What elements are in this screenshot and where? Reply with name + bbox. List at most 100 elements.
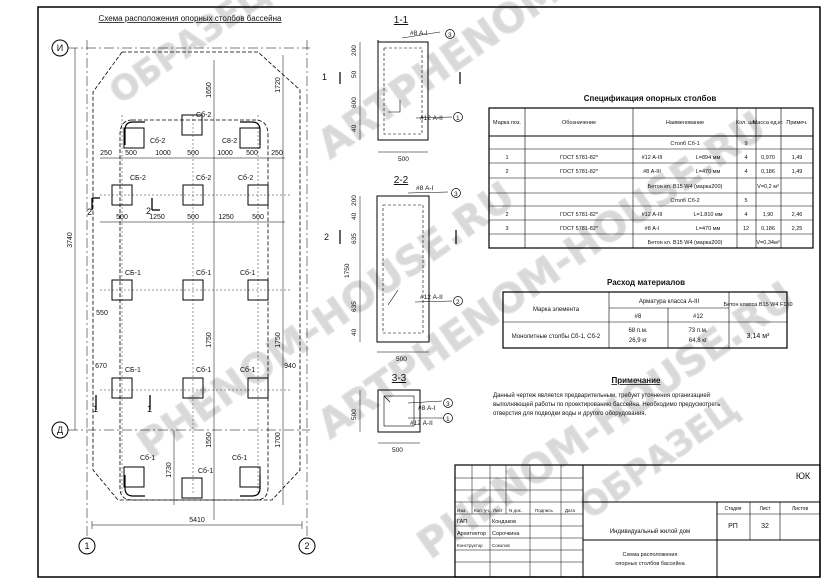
- dim-label: 1000: [217, 150, 233, 157]
- spec-cell: 2: [505, 212, 508, 218]
- axis-bubble-right: [298, 537, 316, 555]
- dim-label: 250: [271, 150, 283, 157]
- dim-label: 500: [252, 214, 264, 221]
- dim-label: 670: [95, 363, 107, 370]
- consumption-header: Бетон класса В15 W4 F150: [723, 302, 792, 308]
- spec-header: Обозначение: [562, 120, 596, 126]
- bar-number: 2: [456, 299, 460, 306]
- column-square: [181, 114, 203, 136]
- section-title: 1-1: [394, 15, 409, 26]
- dim-label: 3740: [67, 232, 74, 248]
- column-square: [247, 184, 269, 206]
- cut-mark-label: 1: [93, 404, 98, 414]
- notes-line: выполняющей работы по проектированию бас…: [493, 401, 720, 408]
- dim-label: 1730: [166, 462, 173, 478]
- consumption-cell: 3,14 м³: [747, 333, 770, 340]
- notes-block: Примечание Данный чертеж является предва…: [493, 376, 720, 417]
- column-mark: Сб-2: [150, 137, 165, 145]
- spec-cell: 0,186: [761, 169, 775, 175]
- dim-label: 1750: [206, 332, 213, 348]
- column-mark: Сб-1: [240, 366, 255, 374]
- consumption-title: Расход материалов: [607, 278, 685, 287]
- spec-cell: Столб Сб-2: [670, 198, 699, 204]
- staff-name: Соколов: [492, 543, 510, 548]
- section-title: 2-2: [394, 175, 409, 186]
- spec-cell: 2,46: [792, 212, 803, 218]
- stage-value: РП: [728, 523, 738, 530]
- stamp-code: ЮК: [796, 471, 811, 481]
- axis-label-left: 1: [84, 541, 89, 551]
- dim-label: 40: [351, 212, 358, 220]
- dim-label: 500: [396, 356, 407, 363]
- column-square: [182, 377, 204, 399]
- consumption-cell: 26,9 кг: [629, 338, 648, 344]
- spec-cell: 1,49: [792, 155, 803, 161]
- bar-number: 3: [448, 32, 452, 39]
- bar-callout: #12 А-II: [420, 115, 443, 122]
- bar-callout: #8 А-I: [410, 30, 428, 37]
- spec-cell: 4: [744, 212, 747, 218]
- spec-cell: 0,186: [761, 226, 775, 232]
- spec-cell: #12 А-III: [642, 212, 663, 218]
- stamp-col: Подпись: [535, 508, 553, 513]
- stamp-col: Дата: [565, 508, 575, 513]
- dim-label: 940: [284, 363, 296, 370]
- spec-header: Кол. шт.: [736, 120, 757, 126]
- consumption-header-text: Бетон класса В15 W4 F150: [723, 302, 792, 308]
- stamp-col: N док.: [509, 508, 522, 513]
- axis-label-top: И: [57, 43, 63, 53]
- column-square: [181, 477, 203, 499]
- spec-header: Наименование: [666, 120, 704, 126]
- column-square: [239, 466, 261, 488]
- spec-cell: L=470 мм: [696, 169, 721, 175]
- cut-mark-label: 1: [147, 404, 152, 414]
- notes-line: отверстия для подводки воды и другого об…: [493, 411, 647, 417]
- spec-cell: V=0,34м³: [756, 240, 779, 246]
- dim-label: 1250: [149, 214, 165, 221]
- cut-mark-label: 2: [146, 206, 151, 216]
- dim-label: 1720: [275, 77, 282, 93]
- staff-name: Сорочкина: [492, 531, 520, 537]
- section-2-2: 2-2 #8 А-I #12 А-II 3 2 2 200 40 635 175…: [324, 175, 463, 363]
- column-mark: Сб-1: [196, 366, 211, 374]
- spec-cell: 1,90: [763, 212, 774, 218]
- spec-cell: ГОСТ 5781-82*: [560, 169, 599, 175]
- spec-cell: Столб Сб-1: [670, 141, 699, 147]
- stamp-col: Изм.: [457, 508, 467, 513]
- consumption-header: #8: [635, 314, 642, 320]
- dim-label: 500: [187, 150, 199, 157]
- column-mark: Сб-2: [196, 174, 211, 182]
- column-mark: Сб-2: [196, 111, 211, 119]
- project-name: Индивидуальный жилой дом: [610, 528, 690, 535]
- pool-outline: [92, 51, 301, 501]
- consumption-cell: Монолитные столбы Сб-1, Сб-2: [512, 334, 601, 340]
- spec-cell: V=0,2 м³: [757, 184, 779, 190]
- consumption-cell: 73 п.м.: [688, 328, 707, 334]
- column-square: [111, 184, 133, 206]
- staff-role: Конструктор: [457, 543, 483, 548]
- bar-number: 1: [456, 115, 460, 122]
- sheet-header: Лист: [760, 506, 772, 512]
- dim-label: 40: [351, 328, 358, 336]
- column-mark: С8-2: [222, 138, 237, 145]
- corner-column: [124, 121, 261, 497]
- spec-cell: 0,970: [761, 155, 775, 161]
- spec-cell: 2,25: [792, 226, 803, 232]
- dim-label: 250: [100, 150, 112, 157]
- section-3-3: 3-3 #8 А-I #12 А-II 3 1 500 500: [351, 373, 453, 454]
- dim-label: 500: [125, 150, 137, 157]
- column-mark: СБ-2: [130, 175, 146, 182]
- staff-name: Кондаков: [492, 519, 516, 525]
- notes-title: Примечание: [611, 376, 661, 385]
- dim-label: 635: [351, 301, 358, 312]
- bar-callout: #8 А-I: [418, 405, 436, 412]
- spec-header: Марка поз.: [493, 120, 521, 126]
- plan-title: Схема расположения опорных столбов бассе…: [99, 14, 282, 23]
- spec-cell: 3: [505, 226, 508, 232]
- column-square: [247, 377, 269, 399]
- column-mark: СБ-1: [125, 367, 141, 374]
- dim-label: 500: [116, 214, 128, 221]
- column-square: [111, 279, 133, 301]
- dim-label: 500: [398, 156, 409, 163]
